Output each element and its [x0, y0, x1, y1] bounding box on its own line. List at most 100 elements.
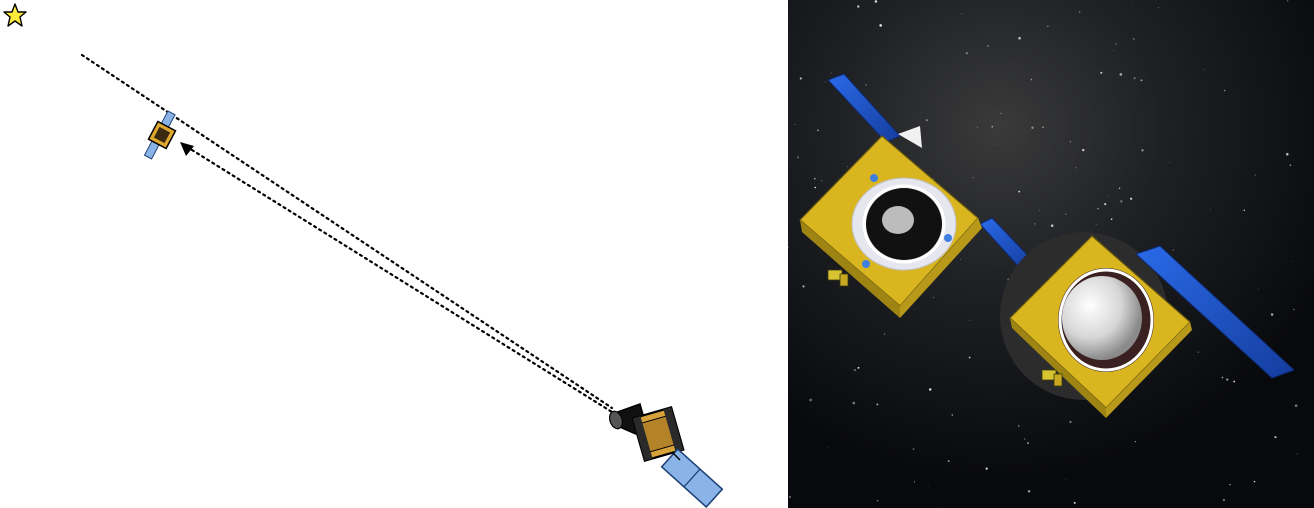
star-dot — [986, 467, 988, 469]
star-dot — [884, 333, 885, 334]
star-dot — [876, 19, 877, 20]
star-dot — [1034, 223, 1035, 224]
star-dot — [1096, 224, 1097, 225]
star-dot — [800, 77, 802, 79]
star-dot — [1018, 37, 1021, 40]
star-dot — [814, 187, 816, 189]
star-dot — [1134, 77, 1136, 79]
star-dot — [1210, 209, 1211, 210]
star-dot — [825, 82, 826, 83]
star-dot — [821, 180, 822, 181]
star-dot — [1120, 200, 1122, 202]
star-dot — [1031, 127, 1033, 129]
star-dot — [1295, 404, 1298, 407]
beam-line-return — [192, 150, 612, 412]
star-dot — [1293, 309, 1294, 310]
star-dot — [1069, 421, 1071, 423]
star-dot — [1226, 379, 1228, 381]
star-dot — [1132, 4, 1133, 5]
star-dot — [1173, 249, 1174, 250]
large-satellite-icon — [607, 404, 722, 507]
star-dot — [853, 402, 856, 405]
star-dot — [960, 259, 961, 260]
star-dot — [928, 486, 929, 487]
star-dot — [951, 414, 953, 416]
star-dot — [879, 24, 882, 27]
star-dot — [1224, 90, 1225, 91]
star-dot — [1254, 481, 1255, 482]
star-dot — [966, 52, 968, 54]
star-dot — [969, 320, 970, 321]
star-dot — [1120, 73, 1123, 76]
star-dot — [795, 124, 796, 125]
star-dot — [1027, 442, 1029, 444]
star-dot — [857, 5, 859, 7]
star-dot — [802, 285, 804, 287]
beam-line-outgoing — [82, 55, 612, 408]
star-dot — [997, 144, 998, 145]
star-dot — [858, 367, 860, 369]
star-dot — [1222, 377, 1224, 379]
star-dot — [866, 84, 867, 85]
star-dot — [1141, 79, 1143, 81]
star-dot — [854, 369, 856, 371]
beam-lines — [82, 55, 612, 412]
star-dot — [1065, 214, 1066, 215]
star-dot — [1292, 261, 1293, 262]
star-dot — [992, 126, 993, 127]
star-dot — [1115, 43, 1116, 44]
star-dot — [809, 399, 812, 402]
star-dot — [876, 403, 878, 405]
star-dot — [1018, 425, 1020, 427]
star-dot — [1130, 198, 1132, 200]
star-dot — [926, 119, 928, 121]
star-dot — [1074, 502, 1076, 504]
star-dot — [1024, 438, 1026, 440]
star-dot — [1198, 352, 1199, 353]
star-dot — [877, 500, 879, 502]
star-dot — [1111, 218, 1113, 220]
star-dot — [1255, 174, 1256, 175]
star-dot — [875, 0, 877, 2]
star-dot — [973, 177, 974, 178]
star-dot — [1042, 127, 1043, 128]
star-dot — [1233, 381, 1235, 383]
star-dot — [933, 297, 934, 298]
star-dot — [797, 156, 799, 158]
star-dot — [1028, 490, 1031, 493]
star-dot — [1114, 50, 1115, 51]
star-dot — [1158, 7, 1159, 8]
small-satellite-icon — [141, 109, 182, 163]
star-dot — [1051, 224, 1054, 227]
star-dot — [1229, 484, 1230, 485]
star-dot — [987, 45, 989, 47]
star-dot — [1039, 210, 1040, 211]
star-dot — [1169, 162, 1170, 163]
star-dot — [828, 447, 829, 448]
star-dot — [1223, 499, 1225, 501]
star-dot — [913, 448, 915, 450]
star-dot — [1031, 79, 1033, 81]
star-dot — [1133, 38, 1135, 40]
formation-diagram — [0, 0, 780, 508]
star-dot — [948, 460, 950, 462]
star-dot — [1000, 113, 1001, 114]
star-dot — [1109, 195, 1110, 196]
star-dot — [1018, 191, 1020, 193]
star-dot — [914, 481, 915, 482]
star-dot — [962, 14, 963, 15]
star-dot — [831, 73, 832, 74]
star-dot — [977, 127, 978, 128]
star-dot — [1075, 167, 1076, 168]
star-dot — [1271, 313, 1273, 315]
star-dot — [1286, 153, 1289, 156]
star-dot — [817, 130, 819, 132]
star-icon — [4, 4, 26, 26]
star-dot — [1097, 208, 1098, 209]
render-view — [788, 0, 1314, 508]
star-dot — [1203, 69, 1204, 70]
star-dot — [1244, 210, 1245, 211]
star-dot — [1047, 26, 1048, 27]
star-dot — [1070, 141, 1071, 142]
star-dot — [1258, 288, 1259, 289]
